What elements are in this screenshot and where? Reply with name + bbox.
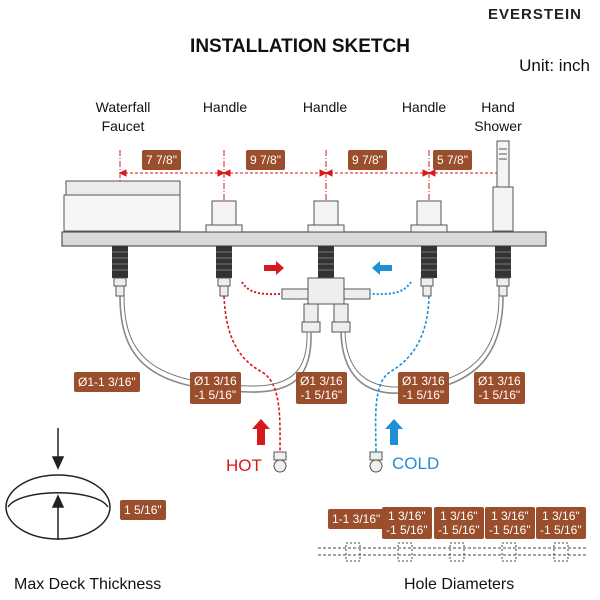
- flow-arrows: [264, 261, 392, 275]
- hot-label: HOT: [226, 456, 262, 475]
- waterfall-spout: [63, 180, 181, 232]
- hole-size-tag-1: Ø1-1 3/16": [74, 372, 140, 392]
- deck-thickness-caption: Max Deck Thickness: [14, 576, 162, 593]
- hose-ends: [273, 451, 383, 473]
- hole-diameter-graphic: [318, 542, 588, 562]
- spacing-tag-3: 9 7/8": [348, 150, 387, 170]
- deck-thickness-tag: 1 5/16": [120, 500, 166, 520]
- component-label-handle-right: Handle: [401, 99, 447, 115]
- inlet-arrows: [252, 419, 403, 445]
- spacing-tag-4: 5 7/8": [433, 150, 472, 170]
- component-label-handle-middle: Handle: [302, 99, 348, 115]
- deck-plate: [61, 231, 547, 247]
- unit-label: Unit: inch: [519, 56, 590, 75]
- spacing-tag-2: 9 7/8": [246, 150, 285, 170]
- dimension-line: [118, 169, 505, 177]
- hole-diameter-tag-2: 1 3/16" -1 5/16": [382, 507, 432, 539]
- hole-size-tag-5: Ø1 3/16 -1 5/16": [474, 372, 525, 404]
- component-label-waterfall-faucet: Waterfall Faucet: [95, 99, 151, 134]
- spacing-tag-1: 7 7/8": [142, 150, 181, 170]
- hole-diameter-tag-3: 1 3/16" -1 5/16": [434, 507, 484, 539]
- valve-hoses: [241, 281, 412, 296]
- threaded-shanks: [112, 246, 511, 278]
- hole-diameter-tag-4: 1 3/16" -1 5/16": [485, 507, 535, 539]
- page-title: INSTALLATION SKETCH: [190, 36, 410, 57]
- brand-logo: EVERSTEIN: [488, 6, 583, 23]
- component-label-handle-left: Handle: [202, 99, 248, 115]
- cold-label: COLD: [392, 454, 440, 473]
- handle-bodies: [205, 200, 448, 233]
- hand-shower: [492, 140, 514, 232]
- hole-size-tag-3: Ø1 3/16 -1 5/16": [296, 372, 347, 404]
- hole-diameters-caption: Hole Diameters: [404, 576, 515, 593]
- hole-size-tag-4: Ø1 3/16 -1 5/16": [398, 372, 449, 404]
- hole-size-tag-2: Ø1 3/16 -1 5/16": [190, 372, 241, 404]
- deck-thickness-graphic: [5, 428, 111, 540]
- hole-diameter-tag-5: 1 3/16" -1 5/16": [536, 507, 586, 539]
- component-label-hand-shower: Hand Shower: [474, 99, 522, 134]
- fittings: [113, 277, 510, 333]
- hole-diameter-tag-1: 1-1 3/16": [328, 509, 385, 529]
